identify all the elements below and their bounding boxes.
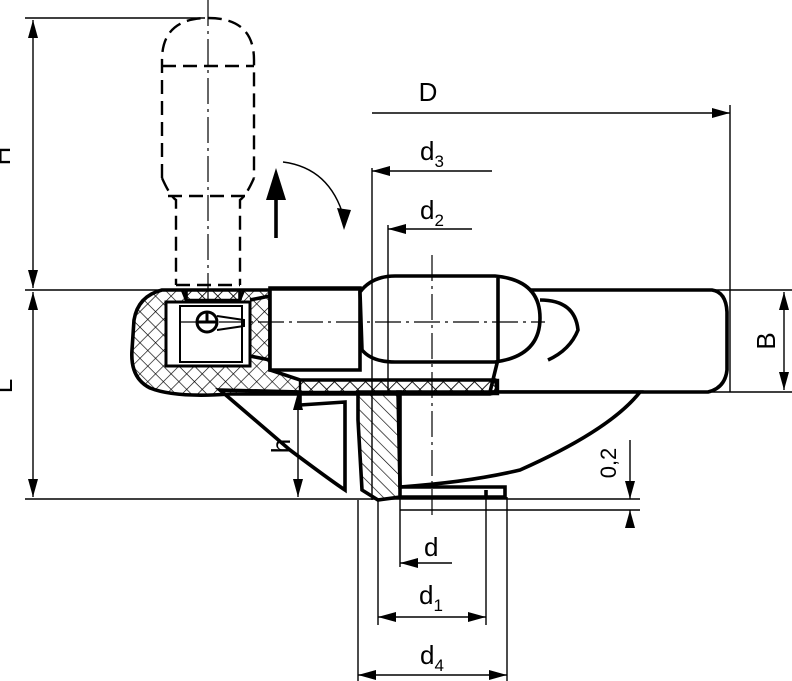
label-d4: d4 — [420, 640, 444, 675]
dimension-H: H — [0, 20, 38, 288]
fold-direction-arrow — [266, 168, 286, 238]
dimension-gap: 0,2 — [596, 440, 635, 528]
wheel-rim — [487, 288, 729, 394]
label-h: h — [266, 439, 296, 453]
dimension-B: B — [751, 292, 789, 390]
label-gap: 0,2 — [596, 448, 621, 479]
dimension-d1: d1 — [377, 497, 487, 625]
label-d2: d2 — [420, 195, 444, 230]
dimension-d3: d3 — [371, 136, 492, 500]
label-d3: d3 — [420, 136, 444, 171]
dimension-d4: d4 — [357, 497, 508, 681]
label-d1: d1 — [419, 580, 443, 615]
hub-bottom-step — [400, 485, 507, 499]
label-L: L — [0, 379, 18, 393]
dimension-L: L — [0, 292, 38, 497]
label-d: d — [424, 532, 438, 562]
revolving-handle-grip — [249, 274, 580, 372]
dimension-h: h — [266, 392, 303, 497]
label-D: D — [419, 77, 438, 107]
dimension-D: D — [372, 77, 731, 392]
label-H: H — [0, 147, 16, 166]
dimension-d2: d2 — [387, 195, 472, 392]
rotation-arc-arrow — [282, 161, 351, 230]
dimension-d: d — [399, 497, 452, 568]
label-B: B — [751, 332, 781, 349]
spoke-web — [396, 390, 644, 489]
hub-section — [356, 390, 402, 502]
spoke-web-left — [214, 388, 347, 494]
